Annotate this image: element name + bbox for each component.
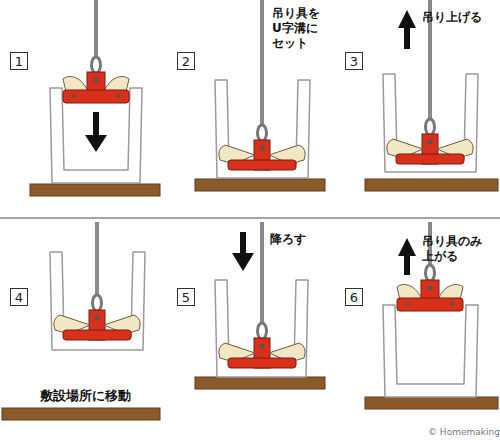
step-number: 5: [182, 291, 190, 304]
step-number-box: 2: [177, 52, 195, 70]
step-number-box: 5: [177, 288, 195, 306]
step-number: 1: [15, 55, 23, 68]
watermark: © Homemaking: [428, 427, 498, 438]
step-caption: 吊り具のみ 上がる: [422, 234, 492, 264]
step-caption: 吊り具を U字溝に セット: [272, 6, 328, 51]
lifting-clamp: [54, 57, 473, 368]
step-caption: 吊り上げる: [422, 10, 498, 25]
step-number-box: 4: [10, 288, 28, 306]
wire-rod: [96, 0, 430, 323]
step-number: 3: [350, 55, 358, 68]
step-number-box: 1: [10, 52, 28, 70]
step-caption: 敷設場所に移動: [40, 388, 160, 404]
u-channel: [50, 74, 478, 397]
ground: [2, 179, 498, 420]
motion-arrow: [85, 10, 416, 275]
step-number-box: 3: [345, 52, 363, 70]
step-number-box: 6: [345, 288, 363, 306]
step-number: 2: [182, 55, 190, 68]
step-number: 6: [350, 291, 358, 304]
divider: [0, 217, 500, 219]
step-caption: 降ろす: [270, 232, 330, 247]
step-number: 4: [15, 291, 23, 304]
